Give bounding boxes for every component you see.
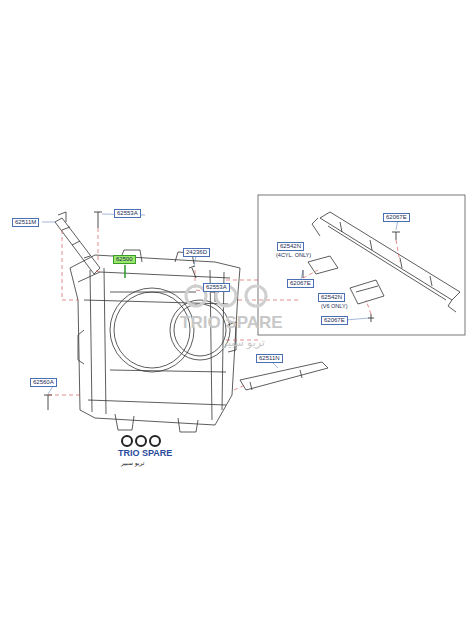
inset-frame bbox=[258, 195, 465, 335]
upper-support bbox=[320, 212, 460, 300]
note-text: (V6 ONLY) bbox=[320, 303, 349, 309]
callout-number: 62553A bbox=[114, 209, 141, 218]
callout-number: 62067E bbox=[383, 213, 410, 222]
core-support bbox=[70, 255, 240, 425]
bracket-4cyl bbox=[308, 256, 338, 274]
bracket-v6 bbox=[350, 280, 384, 304]
callout-number: 62067E bbox=[287, 279, 314, 288]
callout-number: 62560A bbox=[30, 378, 57, 387]
callout-number: 62067E bbox=[321, 316, 348, 325]
callout-number: 24236D bbox=[183, 248, 210, 257]
logo-text: TRIO SPARE bbox=[118, 449, 172, 459]
watermark: تريو سبير bbox=[222, 336, 265, 348]
logo-text: تريو سبير bbox=[121, 460, 144, 467]
callout-number: 62542N bbox=[318, 293, 345, 302]
note-text: (4CYL. ONLY) bbox=[275, 252, 312, 258]
callout-number: 62511M bbox=[12, 218, 39, 227]
lower-member bbox=[240, 362, 328, 390]
callout-number: 62500 bbox=[113, 255, 136, 264]
watermark: TRIO SPARE bbox=[180, 314, 283, 333]
callout-number: 62553A bbox=[203, 283, 230, 292]
callout-number: 62542N bbox=[277, 242, 304, 251]
callout-number: 62511N bbox=[256, 354, 283, 363]
